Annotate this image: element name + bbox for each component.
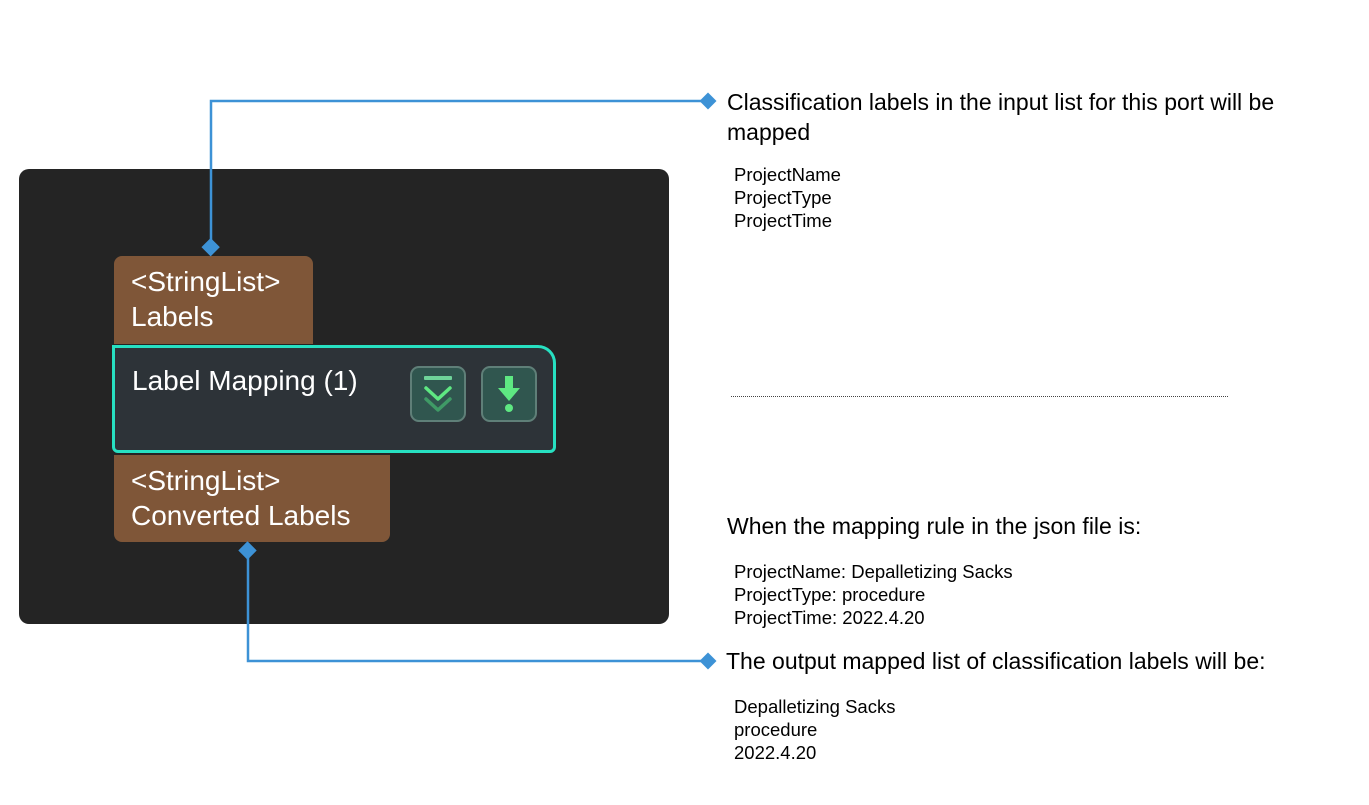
divider-dotted-line: [731, 396, 1228, 397]
output-port-converted-labels[interactable]: <StringList> Converted Labels: [114, 455, 390, 542]
output-label-item: 2022.4.20: [734, 742, 817, 763]
input-annotation-title-line2: mapped: [727, 119, 811, 145]
label-mapping-node[interactable]: Label Mapping (1): [112, 345, 556, 453]
output-label-item: Depalletizing Sacks: [734, 696, 896, 717]
output-label-item: procedure: [734, 719, 818, 740]
output-port-name: Converted Labels: [131, 500, 351, 531]
input-connector-line: [209, 99, 708, 248]
rule-annotation-title: When the mapping rule in the json file i…: [727, 513, 1142, 539]
output-connector-line: [246, 551, 708, 663]
rule-item: ProjectType: procedure: [734, 584, 926, 605]
output-annotation-title: The output mapped list of classification…: [726, 648, 1266, 674]
input-port-name: Labels: [131, 301, 214, 332]
collapse-button[interactable]: [410, 366, 466, 422]
rule-item: ProjectName: Depalletizing Sacks: [734, 561, 1013, 582]
input-label-item: ProjectTime: [734, 210, 833, 231]
input-label-item: ProjectType: [734, 187, 832, 208]
output-connector-tip-diamond: [699, 652, 717, 670]
input-port-type: <StringList>: [131, 266, 281, 297]
rule-item: ProjectTime: 2022.4.20: [734, 607, 925, 628]
download-button[interactable]: [481, 366, 537, 422]
input-connector-end-diamond: [201, 237, 220, 257]
output-port-type: <StringList>: [131, 465, 281, 496]
output-connector-end-diamond: [238, 541, 257, 560]
input-connector-tip-diamond: [699, 92, 717, 110]
input-label-item: ProjectName: [734, 164, 841, 185]
node-title: Label Mapping (1): [132, 365, 358, 396]
download-arrow-icon: [498, 376, 520, 412]
input-port-labels[interactable]: <StringList> Labels: [114, 256, 313, 344]
double-chevron-down-icon: [424, 376, 452, 412]
input-annotation-title-line1: Classification labels in the input list …: [727, 89, 1275, 115]
